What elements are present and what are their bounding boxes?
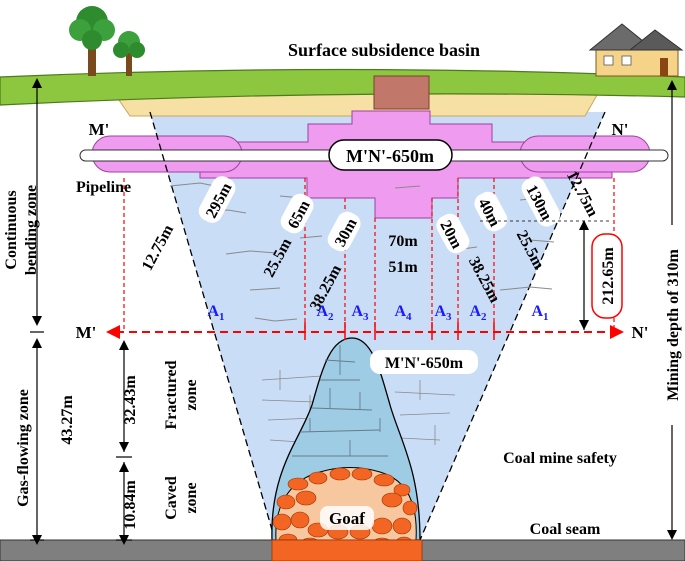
- title: Surface subsidence basin: [288, 40, 480, 60]
- axis-right-label: N': [632, 323, 649, 342]
- depth-arrow-bottom: [667, 530, 677, 540]
- svg-text:12.75m: 12.75m: [139, 222, 177, 274]
- area-label-a4: A4: [394, 303, 412, 323]
- depth-label-bg: [662, 225, 682, 425]
- coal-seam-label: Coal seam: [530, 521, 601, 538]
- area-label-a3-right: A3: [434, 303, 452, 323]
- house-icon: [588, 23, 684, 77]
- mound-label: M'N'-650m: [385, 355, 464, 372]
- mound-cracks: [292, 345, 388, 457]
- axis-left-label: M': [76, 323, 97, 342]
- bending-zone-label-1: Continuous: [3, 190, 20, 269]
- diag-label-1: 12.75m: [139, 222, 177, 274]
- fractured-height-label: 32.43m: [122, 375, 139, 425]
- tree-icon: [113, 31, 145, 76]
- goaf-label-box: [320, 506, 374, 530]
- gas-height-label: 43.27m: [59, 395, 76, 445]
- pipe-label: M'N'-650m: [346, 146, 434, 166]
- goaf-floor: [271, 539, 423, 561]
- area-label-a2-left: A2: [316, 303, 334, 323]
- caved-zone-label-1: Caved: [163, 476, 180, 520]
- center-top-label: 70m: [388, 233, 418, 250]
- bending-zone-label-2: bending zone: [23, 185, 40, 275]
- segment-label-20: 20m: [436, 213, 470, 254]
- pipeline-label: Pipeline: [76, 179, 131, 196]
- coal-mine-safety-label: Coal mine safety: [503, 450, 617, 467]
- wedge-boundary-right: [419, 111, 606, 541]
- left-arrowheads: [32, 78, 129, 545]
- area-label-a2-right: A2: [469, 303, 487, 323]
- area-label-a1-right: A1: [531, 303, 548, 323]
- dim-212-box: [591, 233, 623, 319]
- pipe-label-pill: [328, 139, 453, 171]
- ground-surface: [0, 68, 685, 106]
- fractured-zone-label-1: Fractured: [163, 360, 180, 429]
- wedge-boundary-left: [149, 111, 276, 541]
- center-bottom-label: 51m: [388, 259, 418, 276]
- fractured-zone-label-2: zone: [183, 379, 200, 410]
- mound-label-box: [370, 350, 478, 374]
- caved-height-label: 10.84m: [122, 480, 139, 530]
- mining-depth-label: Mining depth of 310m: [665, 249, 682, 401]
- area-label-a1-left: A1: [207, 303, 224, 323]
- gas-zone-label: Gas-flowing zone: [15, 389, 32, 507]
- tree-icon: [69, 6, 115, 76]
- area-label-a3-left: A3: [351, 303, 369, 323]
- left-dimension-lines: [30, 82, 132, 541]
- caved-zone-label-2: zone: [183, 482, 200, 513]
- goaf-label: Goaf: [329, 509, 365, 528]
- corner-left-label: M': [89, 120, 110, 139]
- axis-arrow-left: [106, 325, 120, 339]
- dim-212-label: 212.65m: [600, 247, 617, 305]
- dim-212-arrow-top: [579, 220, 589, 230]
- axis-arrow-right: [610, 325, 624, 339]
- depth-arrow-top: [667, 80, 677, 90]
- dim-212-arrow-bottom: [579, 320, 589, 330]
- corner-right-label: N': [612, 120, 629, 139]
- settlement-block: [373, 75, 430, 110]
